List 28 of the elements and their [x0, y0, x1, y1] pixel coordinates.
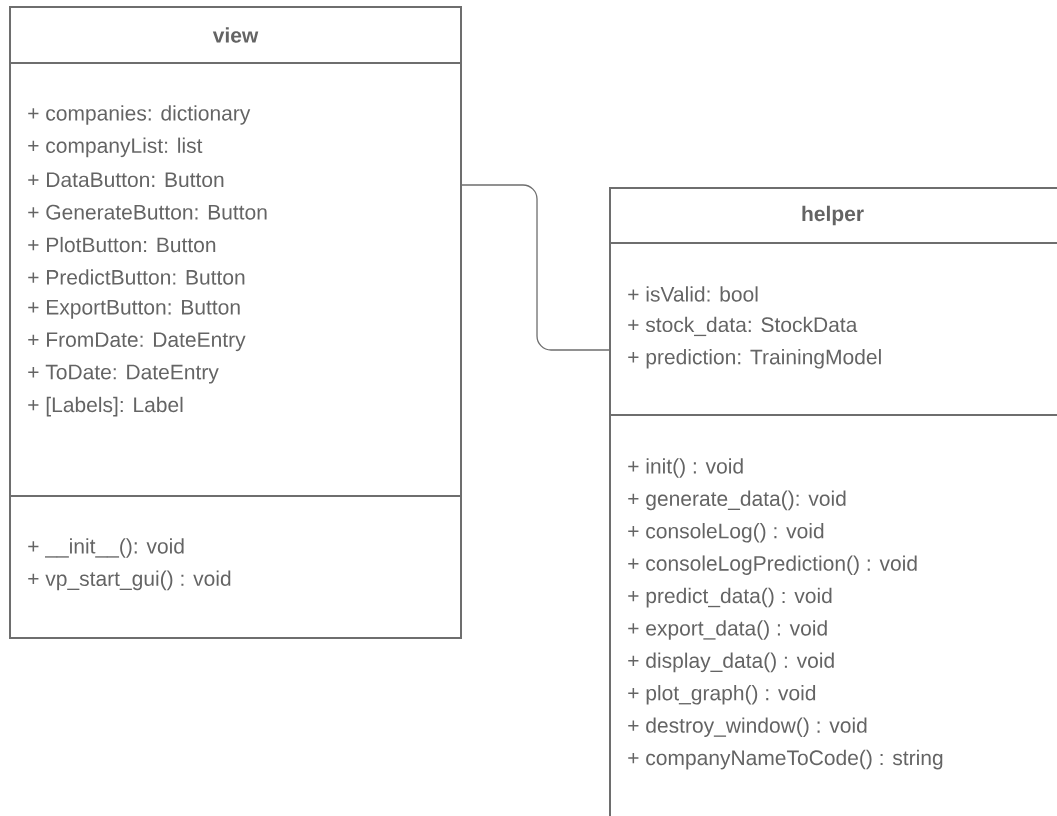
attribute-text: + stock_data: StockData [628, 316, 858, 337]
attribute-text: + GenerateButton: Button [28, 204, 267, 220]
attribute-text: + isValid: bool [628, 286, 758, 302]
connector-line [461, 184, 610, 351]
attribute-text: + PredictButton: Button [28, 269, 245, 285]
method-text: + predict_data() : void [628, 587, 832, 608]
method-text: + destroy_window() : void [628, 717, 867, 737]
method-text: + init() : void [628, 458, 743, 478]
method-text: + plot_graph() : void [628, 685, 816, 705]
method-text: + display_data() : void [628, 652, 834, 673]
attribute-text: + FromDate: DateEntry [28, 332, 246, 352]
method-text: + export_data() : void [628, 620, 827, 640]
method-text: + consoleLog() : void [628, 523, 824, 543]
method-text: + companyNameToCode() : string [628, 749, 943, 770]
class-name: view [212, 27, 259, 43]
method-text: + __init__(): void [28, 538, 184, 558]
attribute-text: + DataButton: Button [28, 172, 224, 188]
method-text: + consoleLogPrediction() : void [628, 555, 917, 575]
attribute-text: + ToDate: DateEntry [28, 364, 219, 384]
attribute-text: + ExportButton: Button [28, 300, 240, 319]
method-text: + vp_start_gui() : void [28, 570, 231, 591]
method-text: + generate_data(): void [628, 490, 846, 511]
attribute-text: + [Labels]: Label [28, 396, 183, 417]
attribute-text: + PlotButton: Button [28, 236, 216, 253]
attribute-text: + companyList: list [28, 137, 203, 158]
class-name: helper [802, 205, 864, 226]
attribute-text: + companies: dictionary [28, 105, 251, 125]
attribute-text: + prediction: TrainingModel [628, 349, 881, 369]
